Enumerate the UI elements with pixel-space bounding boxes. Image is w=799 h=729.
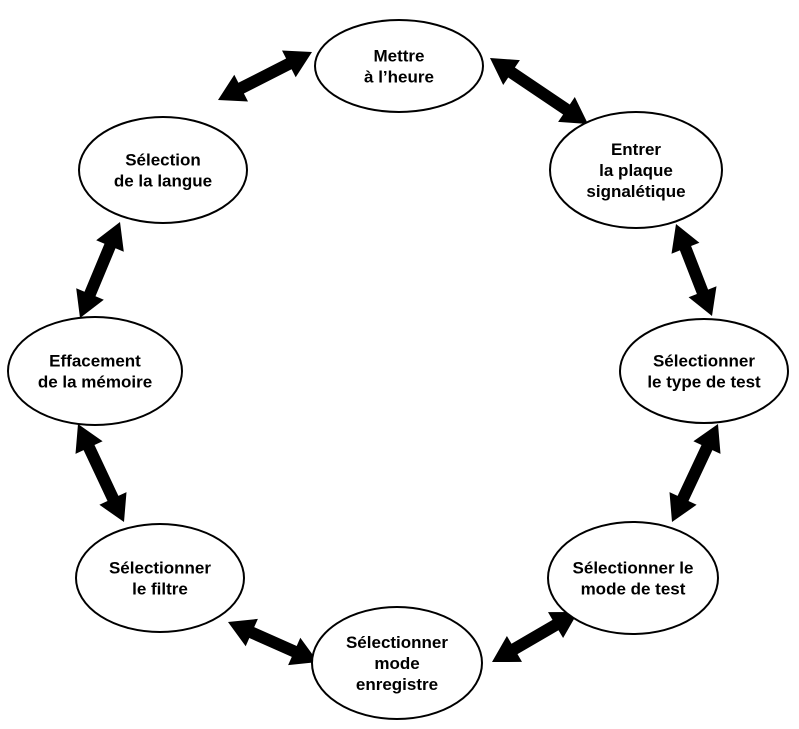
node-ellipse (549, 111, 723, 229)
double-arrow-mode-enreg (669, 424, 721, 522)
node-label-line: le type de test (647, 373, 761, 392)
node-label-line: le filtre (132, 580, 188, 599)
node-label-line: de la mémoire (38, 373, 152, 392)
node-label-line: Sélection (125, 151, 201, 170)
node-memoire: Effacement de la mémoire (7, 316, 183, 426)
node-ellipse (311, 606, 483, 720)
edges-layer (75, 50, 721, 666)
node-label-line: Sélectionner le (573, 559, 694, 578)
node-label-line: Sélectionner (109, 559, 211, 578)
node-label-line: Sélectionner (346, 633, 448, 652)
node-type: Sélectionner le type de test (619, 318, 789, 424)
double-arrow-plaque-type (490, 58, 588, 124)
node-ellipse (78, 116, 248, 224)
node-label-line: mode (374, 654, 419, 673)
node-label-line: signalétique (586, 182, 685, 201)
node-label-line: Entrer (611, 140, 661, 159)
double-arrow-enreg-filtre (492, 612, 578, 662)
node-label-line: Mettre (373, 47, 424, 66)
node-label-line: enregistre (356, 675, 438, 694)
double-arrow-heure-plaque (218, 50, 312, 102)
node-ellipse (619, 318, 789, 424)
node-ellipse (314, 19, 484, 113)
node-enreg: Sélectionner mode enregistre (311, 606, 483, 720)
node-label-line: de la langue (114, 172, 212, 191)
double-arrow-langue-heure (76, 222, 124, 318)
double-arrow-memoire-langue (75, 424, 127, 522)
node-label-line: la plaque (599, 161, 673, 180)
double-arrow-filtre-memoire (228, 618, 318, 666)
node-mode: Sélectionner le mode de test (547, 521, 719, 635)
node-ellipse (75, 523, 245, 633)
node-langue: Sélection de la langue (78, 116, 248, 224)
node-ellipse (547, 521, 719, 635)
node-filtre: Sélectionner le filtre (75, 523, 245, 633)
node-heure: Mettre à l’heure (314, 19, 484, 113)
node-label-line: Sélectionner (653, 352, 755, 371)
node-plaque: Entrer la plaque signalétique (549, 111, 723, 229)
node-label-line: Effacement (49, 352, 141, 371)
node-label-line: mode de test (581, 580, 686, 599)
node-ellipse (7, 316, 183, 426)
node-label-line: à l’heure (364, 68, 434, 87)
double-arrow-type-mode (671, 224, 717, 316)
